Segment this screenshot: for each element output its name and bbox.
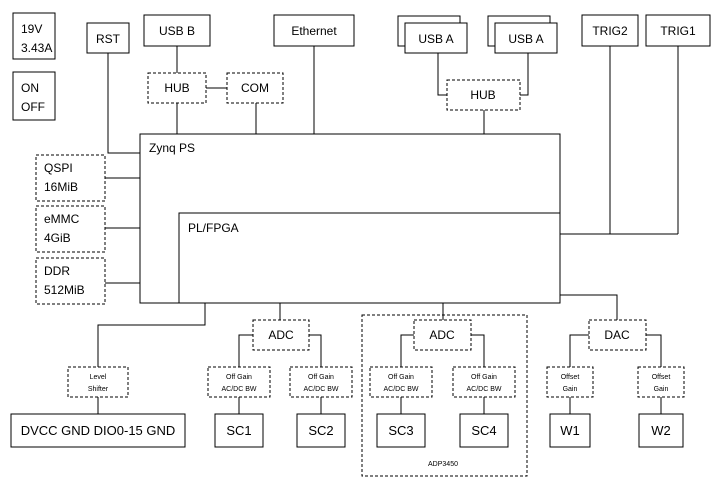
adc-label-1: ADC	[268, 328, 294, 342]
frontend-w2: Offset Gain	[637, 366, 685, 398]
adc-box-1: ADC	[252, 319, 310, 351]
right-hub-box: HUB	[446, 79, 521, 111]
dac-box: DAC	[588, 319, 647, 351]
qspi-size: 16MiB	[44, 180, 78, 194]
sc2-label: SC2	[308, 423, 333, 438]
w2-box: W2	[638, 413, 684, 448]
rst-label: RST	[96, 32, 121, 46]
frontend-sc4: Off Gain AC/DC BW	[452, 366, 516, 398]
ethernet-box: Ethernet	[273, 14, 355, 47]
frontend-sc2-line2: AC/DC BW	[304, 386, 339, 393]
usb-a-label-2: USB A	[508, 32, 543, 46]
frontend-w2-line2: Gain	[654, 386, 669, 393]
adc-label-2: ADC	[429, 328, 455, 342]
trig1-label: TRIG1	[660, 24, 696, 38]
dio-connector-box: DVCC GND DIO0-15 GND	[10, 413, 186, 448]
ddr-name: DDR	[44, 264, 70, 278]
ddr-box: DDR 512MiB	[35, 257, 106, 305]
frontend-sc2-line1: Off Gain	[308, 374, 334, 381]
sc1-label: SC1	[226, 423, 251, 438]
com-label: COM	[241, 81, 269, 95]
w1-label: W1	[560, 423, 580, 438]
usb-a-box-1: USB A	[397, 15, 468, 54]
level-shifter-line2: Shifter	[88, 386, 109, 393]
frontend-w1: Offset Gain	[546, 366, 594, 398]
frontend-w1-line1: Offset	[561, 374, 580, 381]
trig1-box: TRIG1	[645, 14, 711, 47]
frontend-sc2: Off Gain AC/DC BW	[289, 366, 353, 398]
connection-lines	[97, 46, 679, 414]
sc2-box: SC2	[296, 413, 346, 448]
sc4-label: SC4	[471, 423, 496, 438]
usb-a-label-1: USB A	[418, 32, 453, 46]
right-hub-label: HUB	[470, 88, 495, 102]
sc4-box: SC4	[459, 413, 509, 448]
qspi-name: QSPI	[44, 161, 73, 175]
usb-b-box: USB B	[143, 14, 211, 47]
frontend-sc4-line1: Off Gain	[471, 374, 497, 381]
frontend-sc3-line2: AC/DC BW	[384, 386, 419, 393]
qspi-box: QSPI 16MiB	[35, 154, 106, 202]
level-shifter-line1: Level	[90, 374, 107, 381]
pl-fpga-box: PL/FPGA	[178, 212, 561, 304]
power-input-box: 19V 3.43A	[12, 12, 56, 60]
level-shifter-box: Level Shifter	[67, 366, 129, 398]
dac-label: DAC	[604, 328, 630, 342]
adp3450-label: ADP3450	[428, 461, 458, 468]
ddr-size: 512MiB	[44, 283, 85, 297]
trig2-label: TRIG2	[592, 24, 628, 38]
emmc-size: 4GiB	[44, 231, 71, 245]
frontend-sc4-line2: AC/DC BW	[467, 386, 502, 393]
sc3-box: SC3	[376, 413, 426, 448]
sc1-box: SC1	[214, 413, 264, 448]
usb-b-label: USB B	[159, 24, 195, 38]
frontend-sc3-line1: Off Gain	[388, 374, 414, 381]
ethernet-label: Ethernet	[291, 24, 337, 38]
adc-box-2: ADC	[413, 319, 472, 351]
switch-on-label: ON	[21, 81, 39, 95]
frontend-w2-line1: Offset	[652, 374, 671, 381]
left-hub-box: HUB	[147, 72, 207, 104]
frontend-sc1: Off Gain AC/DC BW	[207, 366, 271, 398]
frontend-sc3: Off Gain AC/DC BW	[369, 366, 433, 398]
power-voltage: 19V	[21, 22, 42, 36]
usb-a-box-2: USB A	[487, 15, 558, 54]
com-box: COM	[226, 72, 284, 104]
left-hub-label: HUB	[164, 81, 189, 95]
sc3-label: SC3	[388, 423, 413, 438]
zynq-ps-label: Zynq PS	[149, 141, 195, 155]
adp3450-region: ADP3450	[361, 314, 528, 477]
frontend-sc1-line2: AC/DC BW	[222, 386, 257, 393]
pl-fpga-label: PL/FPGA	[188, 221, 239, 235]
emmc-name: eMMC	[44, 212, 80, 226]
dio-connector-label: DVCC GND DIO0-15 GND	[21, 423, 176, 438]
w1-box: W1	[549, 413, 591, 448]
frontend-w1-line2: Gain	[563, 386, 578, 393]
trig2-box: TRIG2	[581, 14, 639, 47]
rst-box: RST	[86, 22, 130, 54]
w2-label: W2	[651, 423, 671, 438]
power-current: 3.43A	[21, 41, 52, 55]
switch-off-label: OFF	[21, 100, 45, 114]
frontend-sc1-line1: Off Gain	[226, 374, 252, 381]
emmc-box: eMMC 4GiB	[35, 205, 106, 253]
power-switch-box: ON OFF	[12, 71, 56, 121]
